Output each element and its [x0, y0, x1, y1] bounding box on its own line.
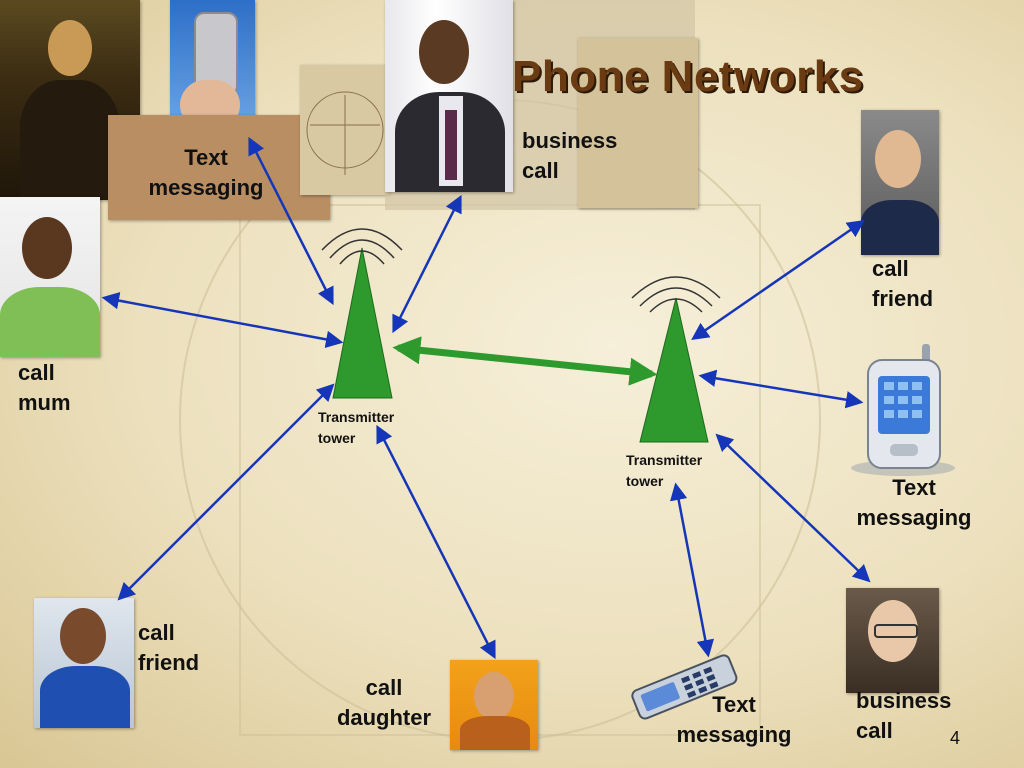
label-text-messaging-top: Text messaging: [148, 145, 264, 200]
woman-on-phone-left-image: [0, 197, 100, 357]
label-text-messaging-right: Text messaging: [856, 475, 972, 530]
label-call-mum: call mum: [18, 360, 71, 415]
transmitter-tower-icon: [631, 276, 721, 443]
link-call-mum: [101, 291, 344, 349]
link-text-messaging-top: [248, 136, 334, 306]
label-business-call-bottom: business call: [856, 688, 952, 743]
tower-to-tower-link: [392, 336, 658, 386]
transmitter-tower-icon: [321, 228, 403, 399]
label-call-friend-left: call friend: [138, 620, 200, 675]
woman-on-phone-right-image: [861, 110, 939, 255]
skeleton-sketch-image: [578, 38, 698, 208]
link-text-messaging-right: [698, 369, 864, 409]
label-text-messaging-bottom: Text messaging: [676, 692, 792, 747]
link-call-friend-left: [117, 383, 335, 601]
link-text-messaging-bottom: [670, 482, 714, 658]
mobile-phone-icon: [631, 654, 738, 720]
tower-label-2: Transmitter tower: [626, 452, 703, 489]
pda-icon: [851, 344, 955, 476]
daughter-on-phone-image: [450, 660, 538, 750]
businesswoman-image: [846, 588, 939, 693]
headset-agent-image: [34, 598, 134, 728]
link-business-call-top: [392, 194, 462, 334]
label-call-daughter: call daughter: [336, 675, 432, 730]
link-call-daughter: [376, 424, 496, 660]
link-call-friend-right: [691, 220, 865, 340]
slide-title: Phone Networks: [512, 52, 864, 101]
label-business-call-top: business call: [522, 128, 618, 183]
page-number: 4: [950, 728, 961, 748]
businessman-image: [385, 0, 513, 192]
label-call-friend-right: call friend: [872, 256, 934, 311]
tower-label-1: Transmitter tower: [318, 409, 395, 446]
link-business-call-bottom: [715, 433, 871, 583]
